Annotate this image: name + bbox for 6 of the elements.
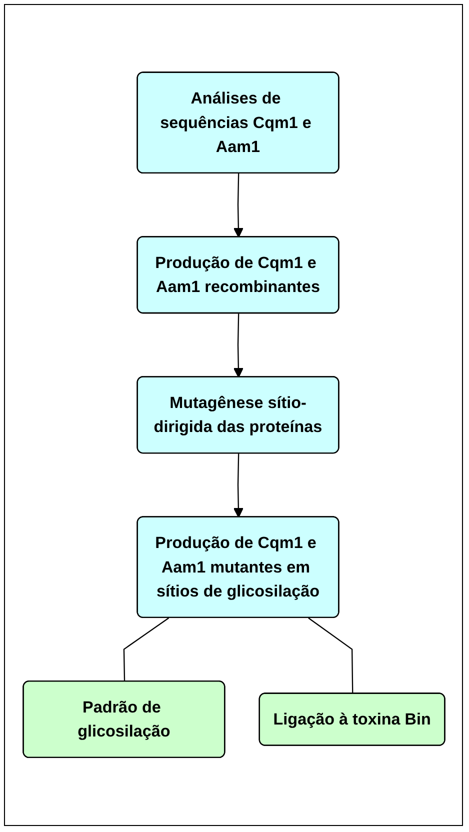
frame-border: Análises de sequências Cqm1 e Aam1 Produção de Cqm1 e Aam1 recombinantes Mutagênese sítio-dirigida das proteínas Produção de Cqm1 e Aam1 mutantes em sítios de glicosilação Padrão de glicosilação Ligação à toxina Bin: [4, 4, 463, 826]
connector: [308, 618, 353, 694]
connector: [122, 618, 169, 682]
arrow: [232, 454, 244, 518]
arrow: [232, 314, 244, 378]
arrow: [232, 174, 244, 238]
